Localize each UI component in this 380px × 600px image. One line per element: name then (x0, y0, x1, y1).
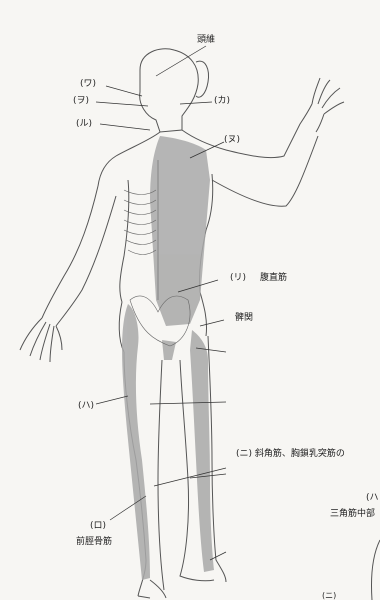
partial-figure-right (371, 540, 380, 600)
label-ri: (リ) (230, 274, 246, 283)
label-ru: (ル) (76, 120, 92, 129)
label-ka: (カ) (214, 97, 230, 106)
label-wa: (ワ) (80, 80, 96, 89)
label-rectus-abdominis: 腹直筋 (260, 274, 287, 283)
label-ro: (ロ) (90, 522, 106, 531)
label-bottom-partial: (ニ) (322, 592, 336, 600)
label-nu: (ヌ) (224, 136, 240, 145)
label-hip: 髀関 (235, 314, 253, 323)
label-ha-right: (ハ (366, 494, 379, 503)
label-wo: (ヲ) (73, 97, 89, 106)
label-tibialis-anterior: 前脛骨筋 (76, 538, 112, 547)
label-section-ni: (ニ) 斜角筋、胸鎖乳突筋の (236, 450, 345, 459)
label-ha-left: (ハ) (78, 402, 94, 411)
label-deltoid-middle: 三角筋中部 (330, 510, 375, 519)
meridian-bands (122, 136, 214, 580)
label-head-vertex: 頭維 (197, 36, 215, 45)
